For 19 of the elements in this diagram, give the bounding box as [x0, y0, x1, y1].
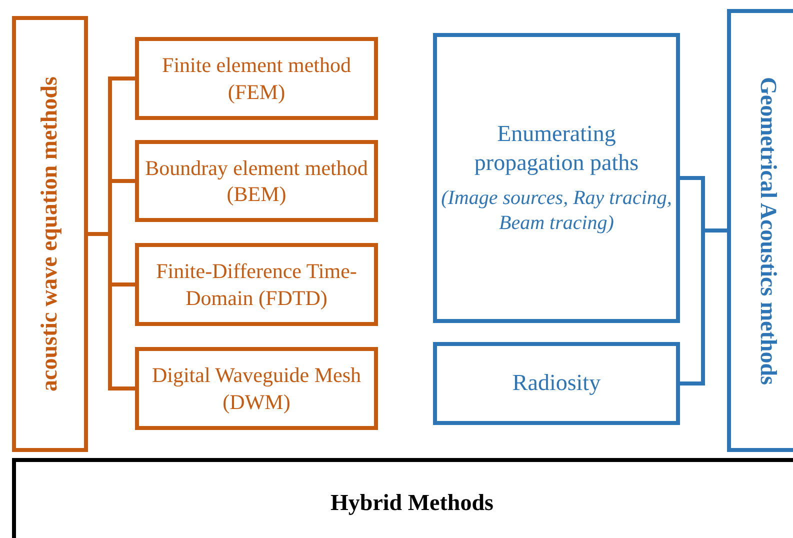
- method-box: [135, 140, 378, 222]
- node-label: Radiosity: [512, 369, 601, 398]
- node-label: Finite element method (FEM): [161, 52, 352, 105]
- node-note: (Image sources, Ray tracing, Beam tracing): [441, 186, 672, 236]
- hybrid-box: [12, 458, 793, 538]
- node-label: Hybrid Methods: [330, 488, 494, 517]
- node-label: Enumerating propagation paths: [473, 120, 640, 177]
- node-label: Finite-Difference Time-Domain (FDTD): [155, 258, 358, 311]
- node-label: Geometrical Acoustics methods: [754, 76, 782, 384]
- node-label: Digital Waveguide Mesh (DWM): [150, 362, 362, 415]
- method-box: [433, 342, 680, 425]
- method-box: [135, 347, 378, 430]
- method-box: [135, 243, 378, 326]
- method-box: [433, 33, 680, 323]
- node-label: acoustic wave equation methods: [36, 76, 63, 392]
- node-label: Boundray element method (BEM): [144, 154, 369, 208]
- method-box: [135, 37, 378, 120]
- category-box: [727, 9, 793, 452]
- category-box: [12, 16, 88, 452]
